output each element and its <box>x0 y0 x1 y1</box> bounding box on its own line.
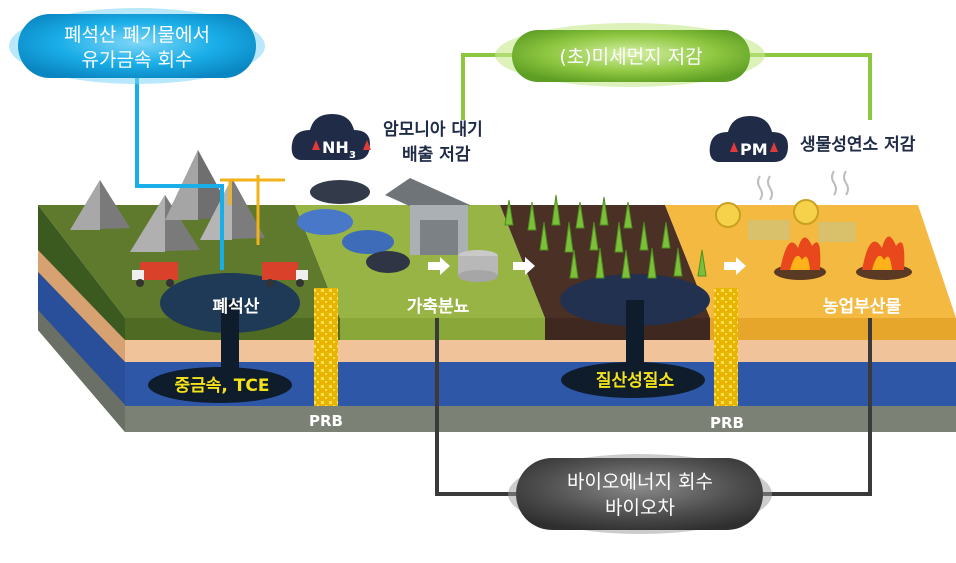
heavy-metal-plume <box>148 367 292 403</box>
cow-icon <box>310 180 370 204</box>
ammonia-line2: 배출 저감 <box>402 145 471 165</box>
contaminant-label-nitrate: 질산성질소 <box>596 370 675 391</box>
dump-truck-icon <box>132 262 178 287</box>
topsoil-livestock <box>340 318 545 340</box>
subsoil-layer <box>125 340 956 362</box>
up-arrow-icon <box>363 140 371 150</box>
zone-label-livestock-manure: 가축분뇨 <box>407 297 470 317</box>
up-arrow-icon <box>730 142 738 152</box>
blue-connector-line <box>135 70 224 270</box>
arrow-right-icon <box>724 257 746 275</box>
mine-recovery-line1: 폐석산 폐기물에서 <box>64 24 210 46</box>
dark-connector-right <box>763 318 872 496</box>
up-arrow-icon <box>312 140 320 150</box>
nh3-cloud-badge: NH 3 <box>291 114 371 161</box>
up-arrow-icon <box>770 142 778 152</box>
prb-barrier-right <box>714 288 738 406</box>
pm-cloud-badge: PM <box>709 116 788 162</box>
flow-arrows <box>428 257 746 275</box>
tower-crane-icon <box>220 175 285 245</box>
nh3-subscript: 3 <box>349 150 356 161</box>
burning-residue-icon <box>774 236 912 280</box>
bioenergy-line1: 바이오에너지 회수 <box>567 471 713 493</box>
manure-tank-icon <box>458 250 498 282</box>
contaminant-label-heavy-metal: 중금속, TCE <box>175 376 270 396</box>
bioenergy-line2: 바이오차 <box>605 497 675 519</box>
nh3-label: NH <box>322 138 349 157</box>
barn-icon <box>385 178 470 255</box>
hay-bales-icon <box>715 199 856 242</box>
pm-reduction-label: (초)미세먼지 저감 <box>559 46 702 68</box>
prb-barrier-left <box>314 288 338 406</box>
mine-recovery-line2: 유가금속 회수 <box>82 49 193 71</box>
nitrate-plume <box>561 362 705 398</box>
livestock-icons <box>297 180 410 273</box>
ammonia-line1: 암모니아 대기 <box>383 120 483 140</box>
pm-reduction-callout: (초)미세먼지 저감 <box>495 23 765 87</box>
prb-label-left: PRB <box>309 412 343 430</box>
contamination-plumes <box>148 273 710 403</box>
pm-label: PM <box>740 140 768 159</box>
biomass-burning-label: 생물성연소 저감 <box>800 135 916 155</box>
prb-label-right: PRB <box>710 414 744 432</box>
arrow-right-icon <box>513 257 535 275</box>
arrow-right-icon <box>428 257 450 275</box>
bioenergy-callout: 바이오에너지 회수 바이오차 <box>508 454 772 534</box>
dark-connector-left <box>435 318 516 496</box>
bedrock-layer <box>125 406 956 432</box>
crop-field <box>504 194 707 279</box>
mine-recovery-callout: 폐석산 폐기물에서 유가금속 회수 <box>9 8 265 84</box>
topsoil-agri <box>710 318 956 340</box>
zone-label-waste-mine: 폐석산 <box>213 297 260 317</box>
dump-truck-icon <box>262 262 308 287</box>
pig-icon <box>297 209 353 235</box>
cow-icon <box>366 251 410 273</box>
zone-label-agri-byproduct: 농업부산물 <box>823 297 902 317</box>
pig-icon <box>342 230 394 254</box>
smoke-icon <box>757 170 849 201</box>
